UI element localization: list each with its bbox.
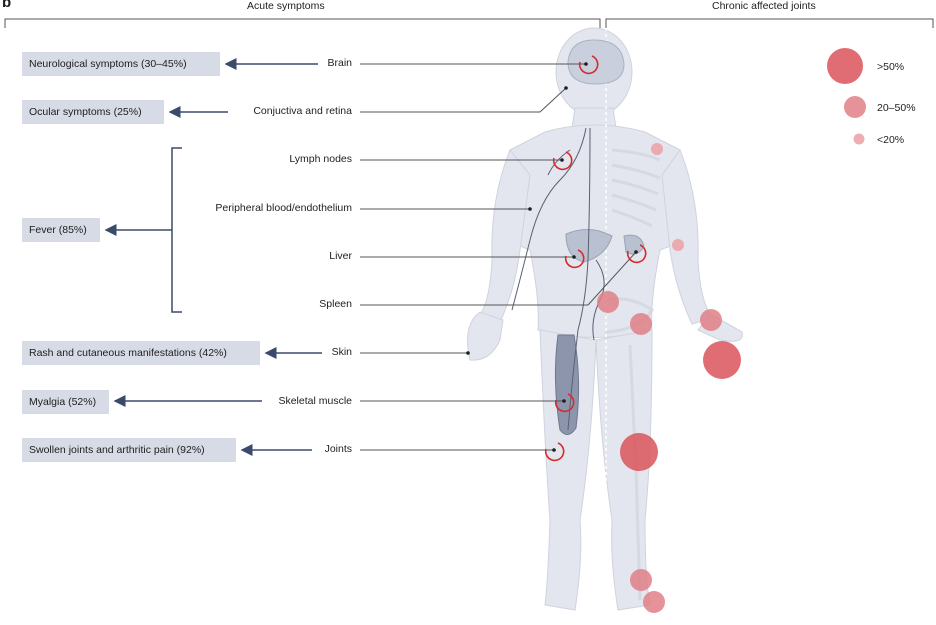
- fever-bracket: [171, 147, 182, 313]
- infection-markers: [544, 55, 647, 462]
- organ-label-spleen: Spleen: [319, 298, 352, 310]
- organ-label-skeletal-muscle: Skeletal muscle: [278, 395, 352, 407]
- acute-symptoms-header: Acute symptoms: [247, 0, 325, 12]
- symptom-box-neurological: Neurological symptoms (30–45%): [22, 52, 220, 76]
- symptom-box-myalgia: Myalgia (52%): [22, 390, 109, 414]
- chronic-joints-header: Chronic affected joints: [712, 0, 816, 12]
- organ-label-joints: Joints: [324, 443, 352, 455]
- brain-shape: [567, 39, 625, 85]
- symptom-box-rash: Rash and cutaneous manifestations (42%): [22, 341, 260, 365]
- organ-label-peripheral-blood: Peripheral blood/endothelium: [215, 202, 352, 214]
- symptom-box-fever: Fever (85%): [22, 218, 100, 242]
- legend-circles: [827, 48, 866, 145]
- symptom-box-joints: Swollen joints and arthritic pain (92%): [22, 438, 236, 462]
- liver-shape: [565, 229, 613, 263]
- acute-header-bracket: [4, 18, 601, 28]
- organ-leader-dots: [466, 62, 638, 452]
- organ-label-skin: Skin: [331, 346, 352, 358]
- organ-label-brain: Brain: [327, 57, 352, 69]
- legend-label-medium: 20–50%: [877, 102, 916, 114]
- panel-letter: b: [2, 0, 12, 11]
- organ-leader-lines: [360, 63, 637, 451]
- chronic-joint-markers: [597, 143, 741, 613]
- skeletal-muscle-shape: [554, 334, 580, 435]
- organ-label-lymph-nodes: Lymph nodes: [289, 153, 352, 165]
- chronic-header-bracket: [605, 18, 934, 28]
- spleen-shape: [623, 234, 645, 255]
- symptom-arrows: [104, 58, 322, 456]
- organ-label-conjunctiva: Conjuctiva and retina: [253, 105, 352, 117]
- legend-label-large: >50%: [877, 61, 905, 73]
- legend-label-small: <20%: [877, 134, 905, 146]
- organ-label-liver: Liver: [329, 250, 352, 262]
- symptom-box-ocular: Ocular symptoms (25%): [22, 100, 164, 124]
